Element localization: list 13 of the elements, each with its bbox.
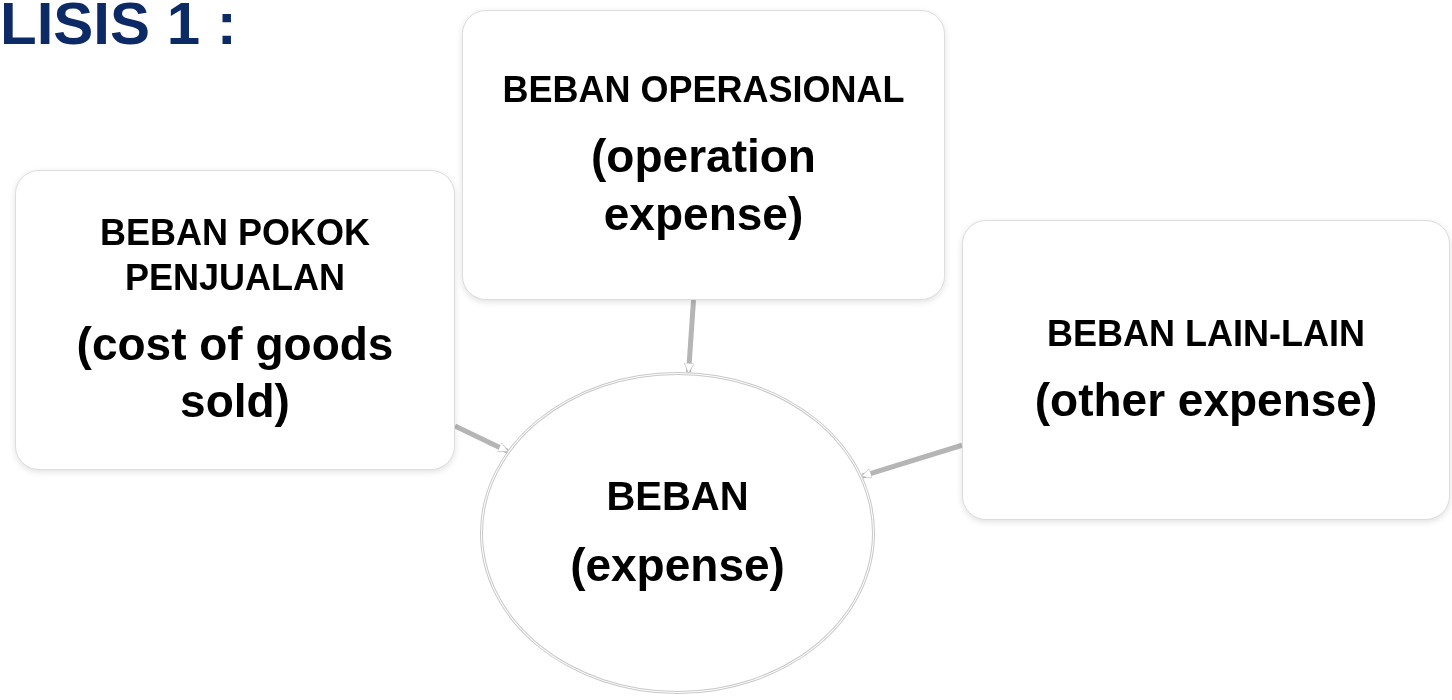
- rounded-box: [962, 220, 1450, 520]
- title: LISIS 1 :: [0, 0, 237, 54]
- rounded-box: [15, 170, 455, 470]
- node-subtext: (cost of goods sold): [75, 316, 395, 429]
- rounded-box: [462, 10, 945, 300]
- block-arrow: [683, 299, 697, 374]
- node-heading: BEBAN: [606, 473, 749, 521]
- node-subtext: (expense): [570, 538, 785, 594]
- node-heading: BEBAN POKOK PENJUALAN: [99, 210, 371, 300]
- node-heading: BEBAN OPERASIONAL: [502, 68, 905, 112]
- node-subtext: (other expense): [1034, 372, 1378, 428]
- node-heading: BEBAN LAIN-LAIN: [1047, 311, 1365, 356]
- node-subtext: (operation expense): [590, 129, 817, 242]
